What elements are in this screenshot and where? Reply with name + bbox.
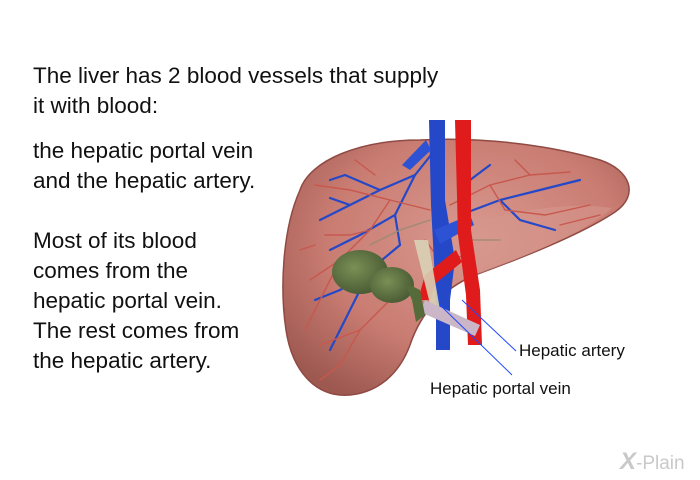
gallbladder [332, 250, 425, 322]
intro-line-1: The liver has 2 blood vessels that suppl… [33, 63, 439, 88]
hepatic-artery-main [455, 120, 482, 345]
label-hepatic-artery: Hepatic artery [519, 341, 625, 360]
detail-line-3: hepatic portal vein. [33, 288, 222, 313]
detail-line-4: The rest comes from [33, 318, 240, 343]
vessels-text: the hepatic portal vein and the hepatic … [33, 136, 313, 196]
vessels-line-2: and the hepatic artery. [33, 168, 256, 193]
duct-tube [420, 300, 480, 336]
label-hepatic-portal-vein: Hepatic portal vein [430, 379, 571, 398]
xplain-logo: X-Plain [620, 448, 685, 476]
detail-line-2: comes from the [33, 258, 189, 283]
callout-line-artery [461, 299, 517, 352]
intro-line-2: it with blood: [33, 93, 159, 118]
logo-mark: X [620, 448, 637, 475]
vessels-line-1: the hepatic portal vein [33, 138, 254, 163]
callout-line-portal [439, 304, 513, 376]
logo-text: -Plain [636, 453, 685, 474]
detail-text: Most of its blood comes from the hepatic… [33, 226, 303, 376]
detail-line-5: the hepatic artery. [33, 348, 212, 373]
intro-text: The liver has 2 blood vessels that suppl… [33, 61, 533, 121]
detail-line-1: Most of its blood [33, 228, 197, 253]
portal-vein-branch-left [402, 140, 431, 170]
bile-duct [414, 240, 440, 312]
